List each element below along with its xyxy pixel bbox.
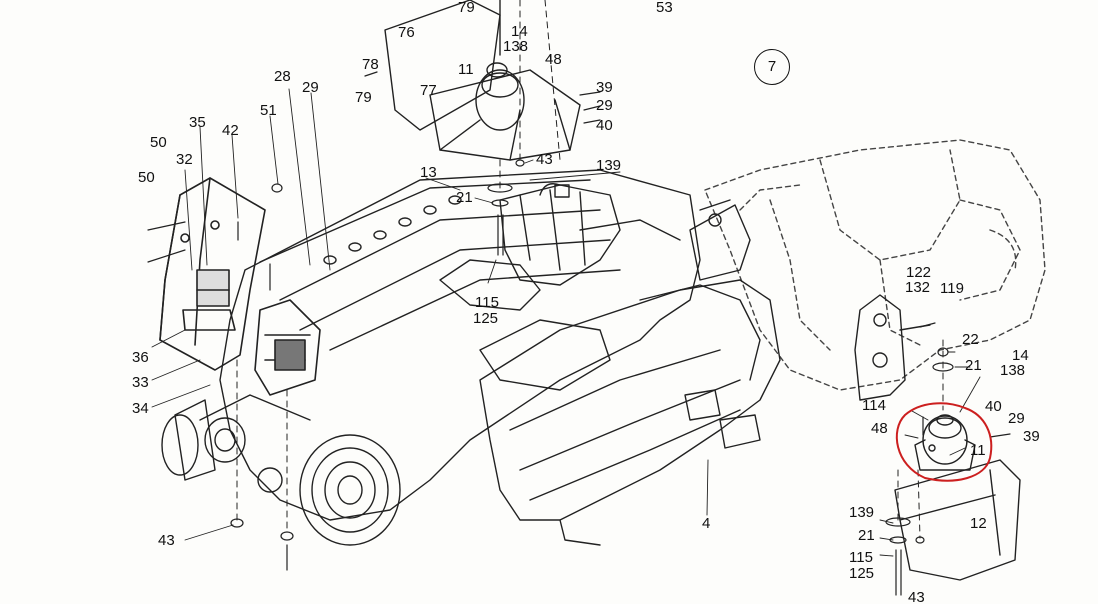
callout-label: 29 bbox=[596, 97, 613, 114]
fasteners bbox=[147, 71, 1011, 596]
callout-label: 43 bbox=[158, 532, 175, 549]
callout-label: 77 bbox=[420, 82, 437, 99]
front-mid-bracket bbox=[254, 299, 321, 396]
front-left-bracket bbox=[159, 177, 266, 371]
front-pulleys bbox=[161, 394, 401, 546]
callout-label: 122 bbox=[906, 264, 932, 281]
callout-label: 14 bbox=[511, 23, 528, 40]
callout-label: 14 bbox=[1012, 347, 1029, 364]
injection-pump bbox=[499, 183, 621, 286]
callout-label: 21 bbox=[965, 357, 982, 374]
callout-label: 39 bbox=[596, 79, 613, 96]
callout-label: 11 bbox=[970, 442, 986, 459]
callout-label: 39 bbox=[1023, 428, 1040, 445]
centerlines bbox=[236, 0, 944, 539]
callout-label: 29 bbox=[302, 79, 319, 96]
callout-label: 32 bbox=[176, 151, 193, 168]
callout-label: 139 bbox=[596, 157, 622, 174]
callout-label: 50 bbox=[150, 134, 167, 151]
section-number-badge: 7 bbox=[754, 49, 790, 85]
callout-label: 12 bbox=[970, 515, 987, 532]
callout-label: 28 bbox=[274, 68, 291, 85]
callout-label: 13 bbox=[420, 164, 437, 181]
callout-label: 79 bbox=[458, 0, 475, 16]
callout-label: 50 bbox=[138, 169, 155, 186]
transmission-dashed-outline bbox=[704, 139, 1046, 391]
leader-lines bbox=[151, 88, 981, 557]
callout-label: 139 bbox=[849, 504, 875, 521]
callout-label: 79 bbox=[355, 89, 372, 106]
callout-label: 11 bbox=[458, 61, 474, 78]
callout-label: 42 bbox=[222, 122, 239, 139]
callout-label: 21 bbox=[858, 527, 875, 544]
callout-label: 138 bbox=[1000, 362, 1026, 379]
callout-label: 29 bbox=[1008, 410, 1025, 427]
callout-label: 36 bbox=[132, 349, 149, 366]
callout-label: 115 bbox=[849, 549, 873, 566]
callout-label: 125 bbox=[473, 310, 499, 327]
callout-label: 43 bbox=[908, 589, 925, 606]
callout-label: 40 bbox=[985, 398, 1002, 415]
callout-label: 119 bbox=[940, 280, 964, 297]
callout-label: 114 bbox=[862, 397, 886, 414]
callout-label: 4 bbox=[702, 515, 711, 532]
callout-label: 48 bbox=[871, 420, 888, 437]
callout-label: 33 bbox=[132, 374, 149, 391]
callout-label: 53 bbox=[656, 0, 673, 16]
callout-label: 35 bbox=[189, 114, 206, 131]
callout-label: 115 bbox=[475, 294, 499, 311]
callout-label: 125 bbox=[849, 565, 875, 582]
callout-label: 48 bbox=[545, 51, 562, 68]
callout-label: 22 bbox=[962, 331, 979, 348]
right-rear-mount bbox=[854, 294, 1021, 581]
callout-label: 78 bbox=[362, 56, 379, 73]
callout-label: 132 bbox=[905, 279, 931, 296]
highlight-circle bbox=[895, 402, 993, 482]
callout-label: 43 bbox=[536, 151, 553, 168]
transmission-housing bbox=[479, 199, 781, 546]
callout-label: 51 bbox=[260, 102, 277, 119]
callout-label: 76 bbox=[398, 24, 415, 41]
callout-label: 138 bbox=[503, 38, 529, 55]
top-mount-bracket bbox=[384, 0, 581, 161]
callout-label: 34 bbox=[132, 400, 149, 417]
callout-label: 21 bbox=[456, 189, 473, 206]
callout-label: 40 bbox=[596, 117, 613, 134]
